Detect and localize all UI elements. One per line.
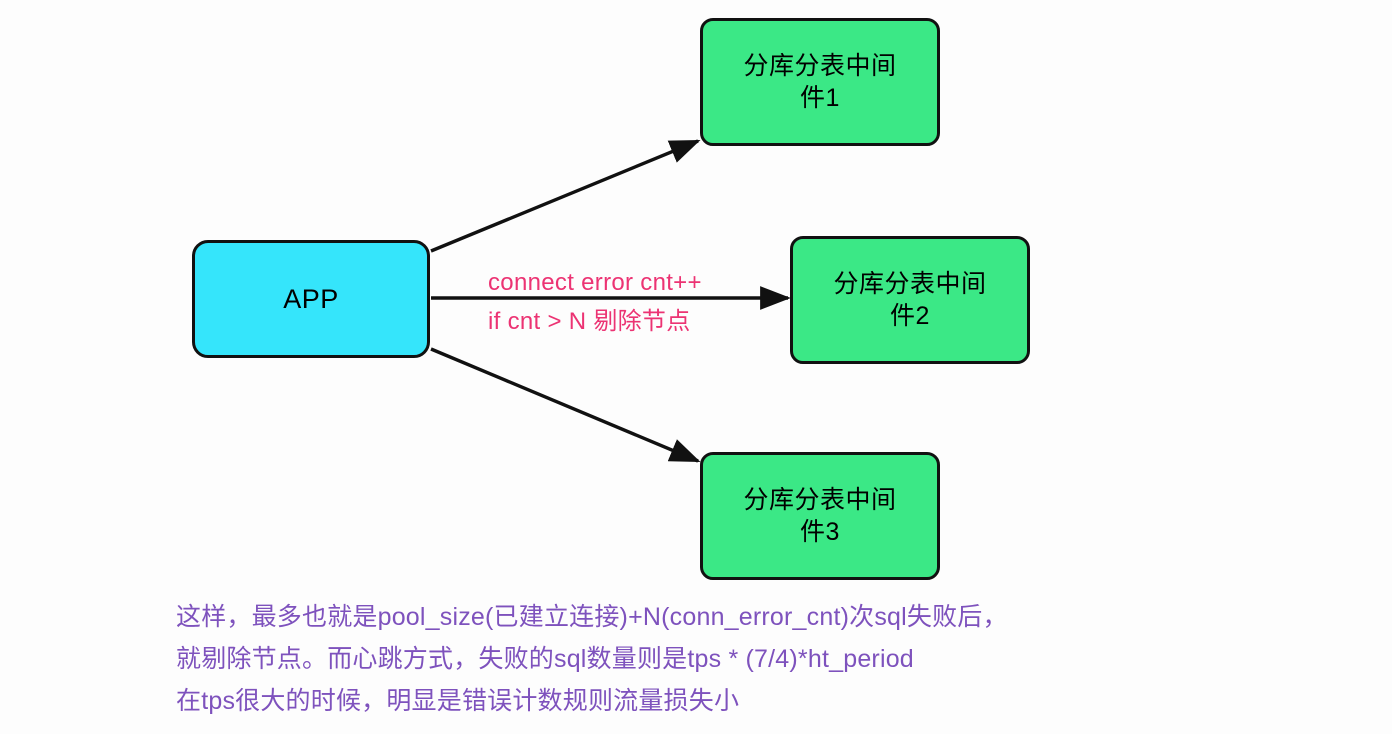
edge-label-evict-node-condition: if cnt > N 剔除节点 bbox=[488, 308, 691, 335]
node-middleware-1[interactable]: 分库分表中间 件1 bbox=[700, 18, 940, 146]
edge-app-to-middleware-1 bbox=[430, 139, 701, 253]
edge-label-connect-error-count: connect error cnt++ bbox=[488, 269, 702, 296]
node-middleware-3[interactable]: 分库分表中间 件3 bbox=[700, 452, 940, 580]
node-middleware-2-label: 分库分表中间 件2 bbox=[833, 270, 987, 330]
node-app-label: APP bbox=[283, 283, 339, 314]
node-middleware-1-label: 分库分表中间 件1 bbox=[743, 52, 897, 112]
caption-block: 这样，最多也就是pool_size(已建立连接)+N(conn_error_cn… bbox=[176, 596, 1336, 722]
caption-line-2: 就剔除节点。而心跳方式，失败的sql数量则是tps * (7/4)*ht_per… bbox=[176, 645, 914, 673]
caption-line-3: 在tps很大的时候，明显是错误计数规则流量损失小 bbox=[176, 687, 740, 715]
node-app[interactable]: APP bbox=[192, 240, 430, 358]
node-middleware-3-label: 分库分表中间 件3 bbox=[743, 486, 897, 546]
caption-line-1: 这样，最多也就是pool_size(已建立连接)+N(conn_error_cn… bbox=[176, 603, 1008, 631]
edge-app-to-middleware-3 bbox=[430, 347, 701, 463]
node-middleware-2[interactable]: 分库分表中间 件2 bbox=[790, 236, 1030, 364]
